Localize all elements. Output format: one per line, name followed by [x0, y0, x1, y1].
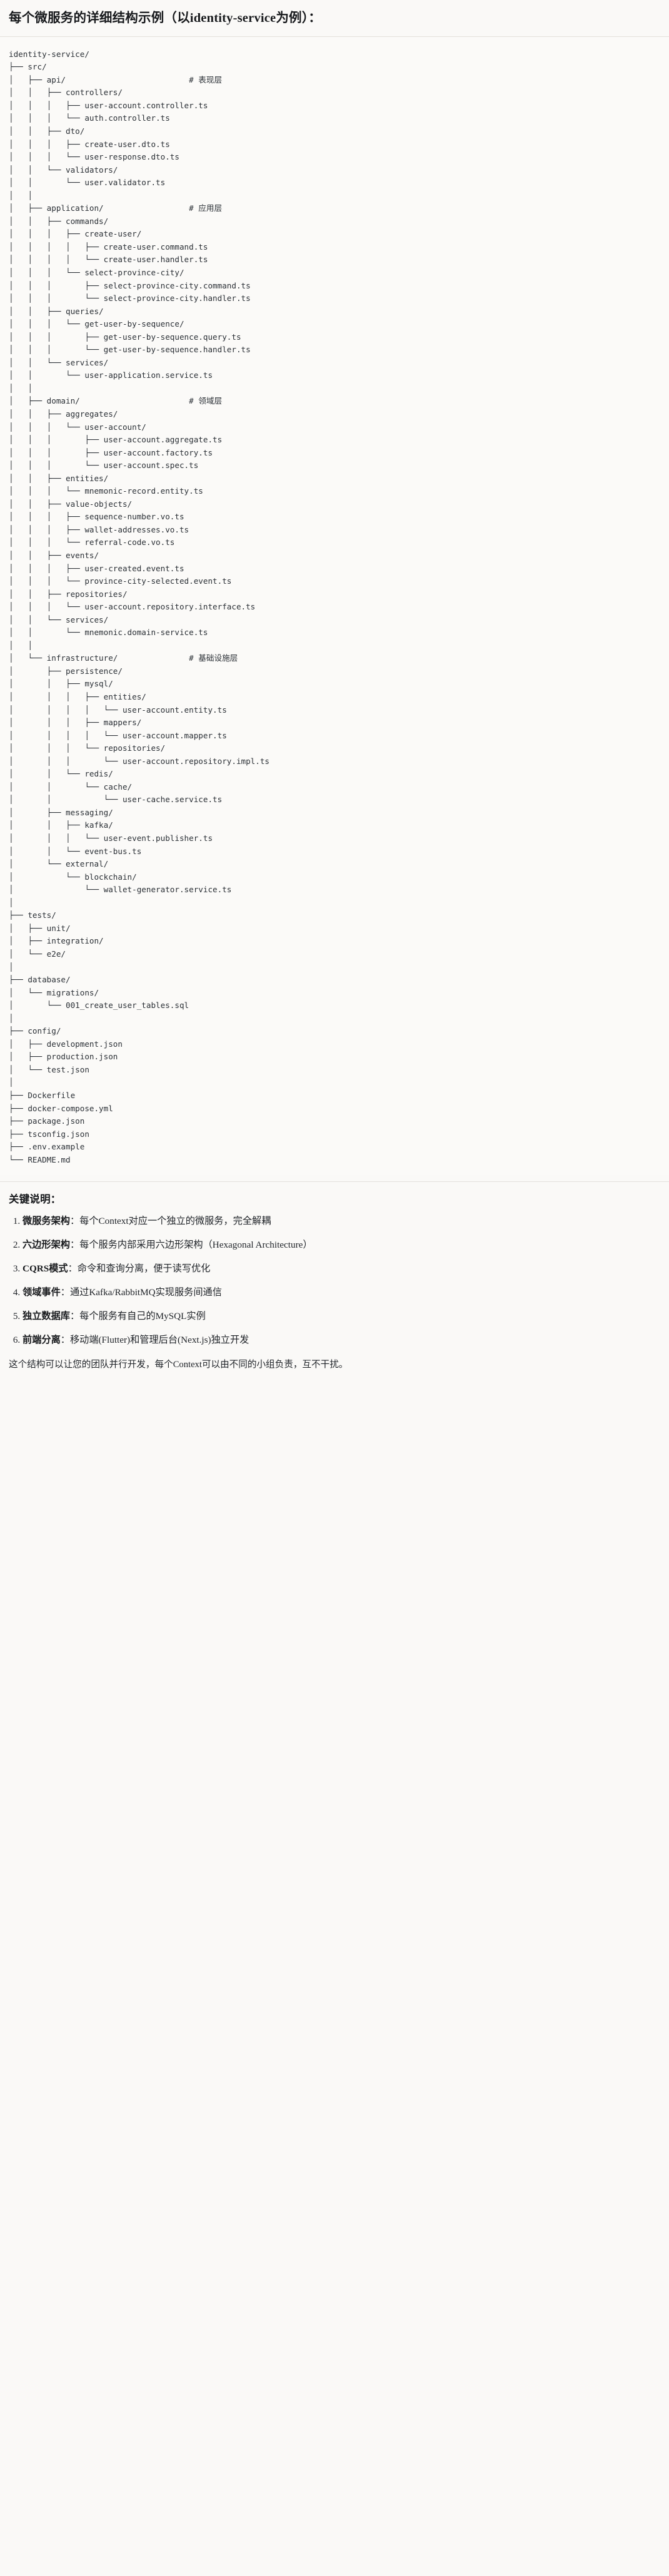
key-note-body: ：通过Kafka/RabbitMQ实现服务间通信: [60, 1287, 222, 1298]
key-note-term: CQRS模式: [23, 1263, 68, 1275]
key-note-body: ：每个Context对应一个独立的微服务，完全解耦: [69, 1216, 271, 1227]
list-item: 微服务架构：每个Context对应一个独立的微服务，完全解耦: [23, 1214, 660, 1228]
key-note-body: ：每个服务内部采用六边形架构（Hexagonal Architecture）: [69, 1240, 313, 1251]
key-note-body: ：移动端(Flutter)和管理后台(Next.js)独立开发: [60, 1335, 249, 1346]
directory-tree: identity-service/ ├── src/ │ ├── api/ # …: [9, 49, 270, 1164]
page-title: 每个微服务的详细结构示例（以identity-service为例）：: [9, 11, 321, 25]
key-notes-heading: 关键说明：: [9, 1193, 61, 1206]
key-note-body: ：命令和查询分离，便于读写优化: [68, 1263, 211, 1275]
title-bar: 每个微服务的详细结构示例（以identity-service为例）：: [0, 0, 669, 37]
key-note-body: ：每个服务有自己的MySQL实例: [69, 1311, 206, 1322]
list-item: 领域事件：通过Kafka/RabbitMQ实现服务间通信: [23, 1286, 660, 1300]
key-notes-section: 关键说明： 微服务架构：每个Context对应一个独立的微服务，完全解耦 六边形…: [0, 1182, 669, 1383]
key-notes-list: 微服务架构：每个Context对应一个独立的微服务，完全解耦 六边形架构：每个服…: [9, 1214, 660, 1347]
key-note-term: 独立数据库: [23, 1311, 70, 1322]
list-item: CQRS模式：命令和查询分离，便于读写优化: [23, 1262, 660, 1276]
key-note-term: 领域事件: [23, 1287, 61, 1298]
key-note-term: 微服务架构: [23, 1216, 70, 1227]
page-root: 每个微服务的详细结构示例（以identity-service为例）： ident…: [0, 0, 669, 1383]
list-item: 独立数据库：每个服务有自己的MySQL实例: [23, 1310, 660, 1323]
closing-paragraph: 这个结构可以让您的团队并行开发，每个Context可以由不同的小组负责，互不干扰…: [9, 1360, 348, 1370]
key-note-term: 六边形架构: [23, 1240, 70, 1251]
list-item: 六边形架构：每个服务内部采用六边形架构（Hexagonal Architectu…: [23, 1238, 660, 1252]
directory-tree-block: identity-service/ ├── src/ │ ├── api/ # …: [0, 36, 669, 1176]
section-divider: [0, 1181, 669, 1183]
list-item: 前端分离：移动端(Flutter)和管理后台(Next.js)独立开发: [23, 1333, 660, 1347]
key-note-term: 前端分离: [23, 1335, 61, 1346]
